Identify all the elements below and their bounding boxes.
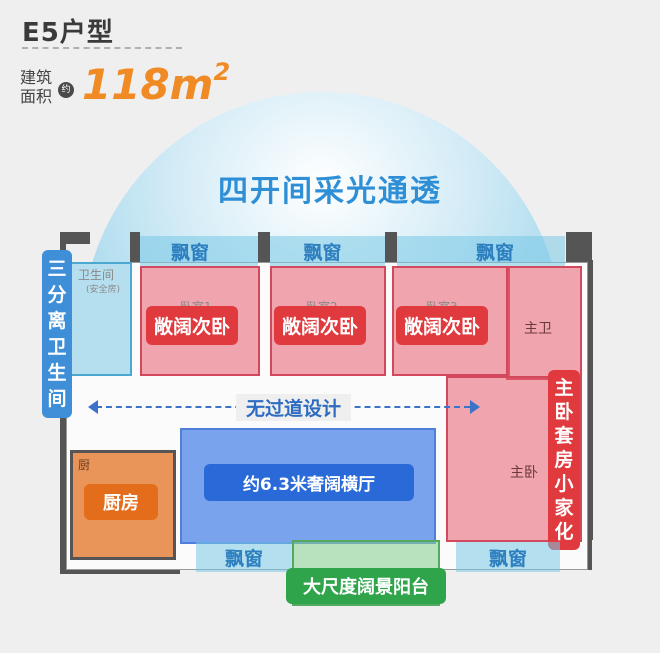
bathroom-faint-label: 卫生间 (78, 268, 115, 282)
bay-window-label-2: 飘窗 (303, 242, 342, 264)
bay-window-band-1 (140, 236, 258, 266)
bedroom-2-tag: 敞阔次卧 (274, 306, 367, 345)
corridor-arrow-left-icon (88, 400, 98, 414)
separated-bathroom (66, 262, 132, 376)
pillar-3 (385, 232, 397, 262)
approx-badge: 约 (58, 82, 74, 98)
area-label-line2: 面积 (20, 87, 53, 106)
bedroom-3-tag: 敞阔次卧 (396, 306, 489, 345)
plan-title: E5户型 (22, 18, 114, 48)
living-room-tag: 约6.3米奢阔横厅 (204, 464, 414, 501)
bay-window-label-3: 飘窗 (475, 242, 514, 264)
corridor-label: 无过道设计 (236, 394, 352, 421)
outer-wall-right (585, 260, 593, 540)
bay-window-label-4: 飘窗 (224, 548, 263, 570)
master-bed-faint: 主卧 (510, 465, 538, 481)
separated-bathroom-tag: 三分离卫生间 (42, 250, 72, 418)
bay-window-band-5 (456, 542, 560, 572)
bedroom-1-tag: 敞阔次卧 (146, 306, 239, 345)
bay-window-band-2 (270, 236, 385, 266)
pillar-2 (258, 232, 270, 262)
outer-wall-bottom-left (60, 568, 180, 574)
master-bath-faint: 主卫 (524, 321, 552, 337)
area-label-line1: 建筑 (20, 68, 53, 87)
kitchen-faint: 厨 (78, 458, 91, 472)
balcony-tag: 大尺度阔景阳台 (286, 568, 446, 604)
outer-wall-top-left (60, 232, 90, 244)
bay-window-label-5: 飘窗 (488, 548, 527, 570)
master-suite-tag: 主卧套房小家化 (548, 370, 580, 550)
corridor-arrow-right-icon (470, 400, 480, 414)
area-label: 建筑 面积 (20, 68, 60, 106)
bay-window-band-3 (397, 236, 565, 266)
area-unit-superscript: 2 (213, 58, 231, 86)
area-number: 118m (82, 60, 214, 109)
area-value: 118m2 (82, 58, 231, 109)
bay-window-label-1: 飘窗 (170, 242, 209, 264)
bay-window-band-4 (196, 542, 292, 572)
daylight-caption: 四开间采光通透 (218, 174, 442, 209)
kitchen-tag: 厨房 (84, 484, 158, 520)
master-bath (506, 266, 582, 380)
title-divider (22, 47, 182, 49)
bathroom-faint-sub: (安全房) (86, 285, 121, 295)
pillar-1 (130, 232, 140, 262)
